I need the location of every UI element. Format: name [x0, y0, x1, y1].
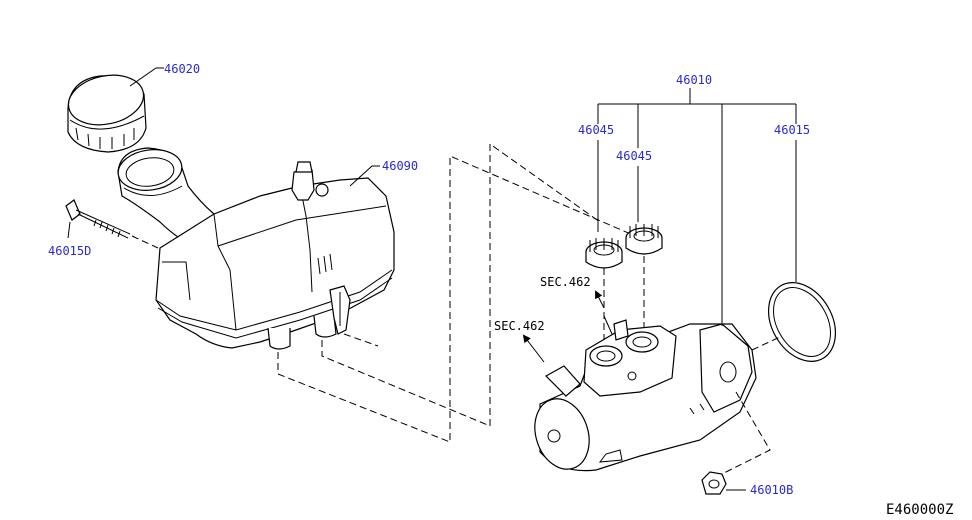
- grommet-left: [585, 238, 623, 269]
- grommet-right: [625, 224, 663, 255]
- label-grommet-b: 46045: [616, 149, 652, 163]
- label-reservoir: 46090: [382, 159, 418, 173]
- filler-neck: [117, 147, 215, 251]
- reservoir-tank: [155, 161, 395, 350]
- sec-ref-lower: SEC.462: [494, 319, 545, 333]
- label-grommet-a: 46045: [578, 123, 614, 137]
- label-nut: 46010B: [750, 483, 793, 497]
- hose-path-rear: [321, 143, 601, 427]
- reservoir-cap: [67, 74, 147, 153]
- retaining-pin: [65, 199, 159, 249]
- label-master-cylinder: 46010: [676, 73, 712, 87]
- sec-ref-upper: SEC.462: [540, 275, 591, 289]
- hose-path-front: [277, 155, 641, 443]
- o-ring: [767, 282, 837, 362]
- label-o-ring: 46015: [774, 123, 810, 137]
- label-cap: 46020: [164, 62, 200, 76]
- label-pin: 46015D: [48, 244, 91, 258]
- master-cylinder: [534, 319, 757, 472]
- diagram-code: E460000Z: [886, 502, 953, 518]
- nut: [701, 471, 727, 495]
